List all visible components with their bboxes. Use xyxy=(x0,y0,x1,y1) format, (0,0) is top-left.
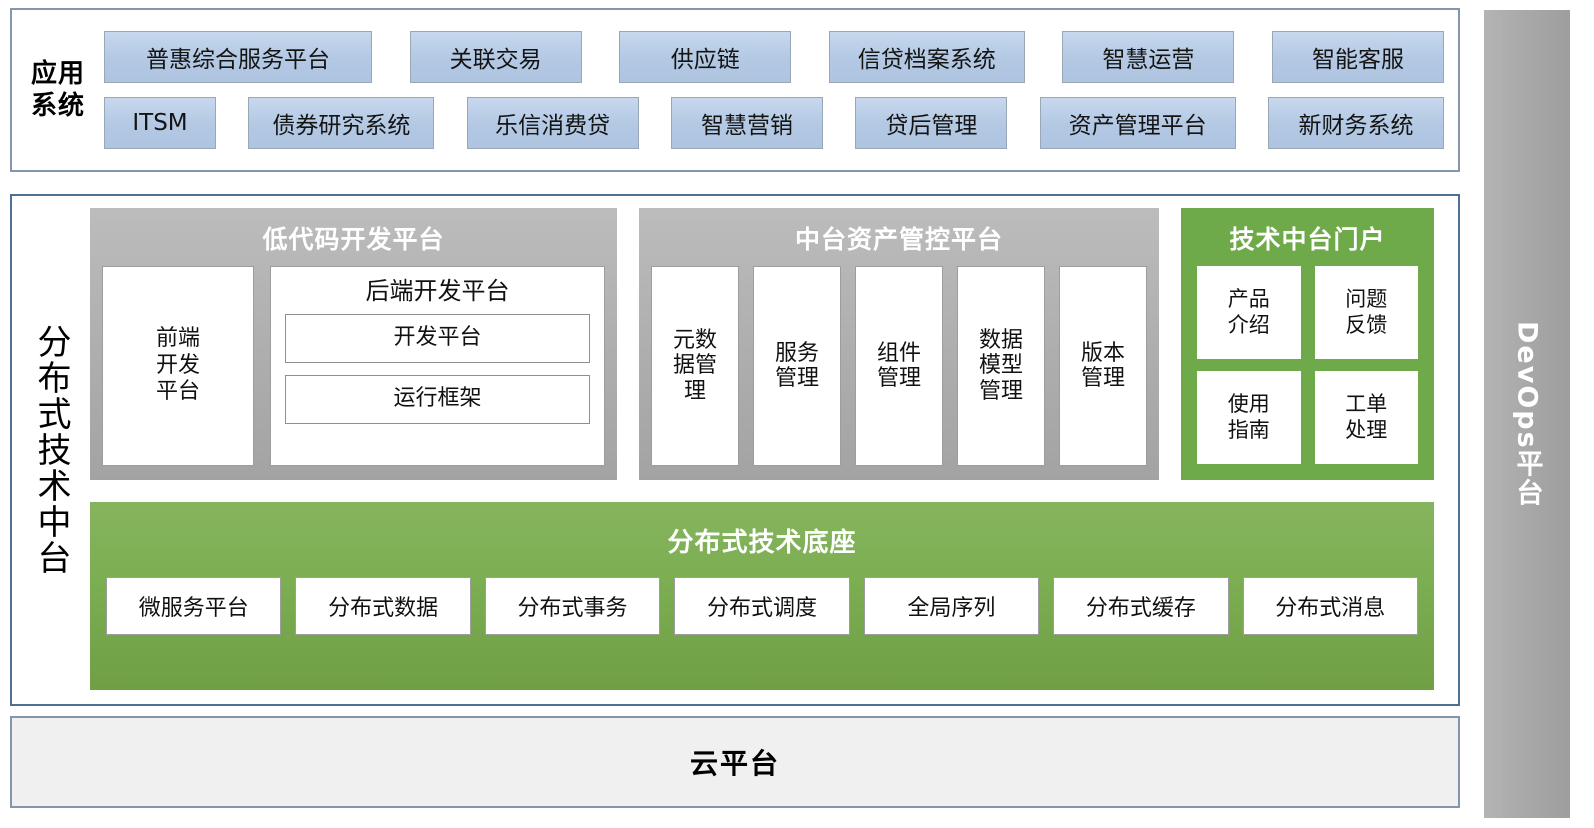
application-systems-section: 应用 系统 普惠综合服务平台 关联交易 供应链 信贷档案系统 智慧运营 智能客服… xyxy=(10,8,1460,172)
asset-item-metadata-management[interactable]: 元数 据管 理 xyxy=(651,266,739,466)
backend-item-runtime-framework[interactable]: 运行框架 xyxy=(285,374,590,424)
app-chip-daihou-guanli[interactable]: 贷后管理 xyxy=(855,97,1008,149)
base-item-distributed-scheduling[interactable]: 分布式调度 xyxy=(674,577,850,635)
backend-dev-platform-title: 后端开发平台 xyxy=(365,277,510,305)
tech-middle-platform-body: 低代码开发平台 前端 开发 平台 后端开发平台 开发平台 运行框架 中台 xyxy=(90,196,1458,704)
app-chip-guanlian[interactable]: 关联交易 xyxy=(409,31,582,83)
app-chip-xindai-dangan[interactable]: 信贷档案系统 xyxy=(828,31,1025,83)
application-systems-rows: 普惠综合服务平台 关联交易 供应链 信贷档案系统 智慧运营 智能客服 ITSM … xyxy=(104,31,1458,149)
tech-portal-panel: 技术中台门户 产品 介绍 问题 反馈 使用 指南 工单 处理 xyxy=(1181,208,1434,480)
base-item-distributed-data[interactable]: 分布式数据 xyxy=(295,577,471,635)
tech-upper-row: 低代码开发平台 前端 开发 平台 后端开发平台 开发平台 运行框架 中台 xyxy=(90,208,1434,480)
backend-item-dev-platform[interactable]: 开发平台 xyxy=(285,313,590,363)
cloud-platform-section: 云平台 xyxy=(10,716,1460,808)
app-chip-lexin-xiaofeidai[interactable]: 乐信消费贷 xyxy=(466,97,639,149)
base-item-distributed-transaction[interactable]: 分布式事务 xyxy=(484,577,661,635)
asset-item-version-management[interactable]: 版本 管理 xyxy=(1059,266,1147,466)
main-stack: 应用 系统 普惠综合服务平台 关联交易 供应链 信贷档案系统 智慧运营 智能客服… xyxy=(10,8,1460,808)
cloud-platform-title: 云平台 xyxy=(689,747,780,780)
portal-item-product-intro[interactable]: 产品 介绍 xyxy=(1197,266,1301,359)
portal-item-issue-feedback[interactable]: 问题 反馈 xyxy=(1314,266,1418,359)
app-chip-zhihui-yingxiao[interactable]: 智慧营销 xyxy=(670,97,823,149)
app-chip-zhineng-kefu[interactable]: 智能客服 xyxy=(1271,31,1444,83)
base-item-microservice-platform[interactable]: 微服务平台 xyxy=(106,577,282,635)
distributed-tech-base-panel: 分布式技术底座 微服务平台 分布式数据 分布式事务 分布式调度 全局序列 分布式… xyxy=(90,502,1434,690)
portal-item-user-guide[interactable]: 使用 指南 xyxy=(1197,371,1301,464)
app-chip-zichan-guanli[interactable]: 资产管理平台 xyxy=(1039,97,1236,149)
asset-control-inner: 元数 据管 理 服务 管理 组件 管理 数据 模型 管理 版本 管理 xyxy=(651,266,1147,466)
asset-item-service-management[interactable]: 服务 管理 xyxy=(753,266,841,466)
devops-sidebar: DevOps平台 xyxy=(1470,0,1594,828)
app-chip-gongyinglian[interactable]: 供应链 xyxy=(619,31,792,83)
asset-control-platform-title: 中台资产管控平台 xyxy=(794,225,1003,254)
tech-middle-platform-label: 分布式技术中台 xyxy=(31,324,72,576)
app-chip-zhihui-yunying[interactable]: 智慧运营 xyxy=(1062,31,1235,83)
distributed-tech-base-title: 分布式技术底座 xyxy=(667,528,857,558)
base-item-distributed-cache[interactable]: 分布式缓存 xyxy=(1053,577,1229,635)
asset-control-platform-panel: 中台资产管控平台 元数 据管 理 服务 管理 组件 管理 数据 模型 管理 版本… xyxy=(639,208,1159,480)
devops-label: DevOps平台 xyxy=(1511,320,1543,508)
application-systems-label: 应用 系统 xyxy=(30,58,85,122)
backend-dev-platform-box: 后端开发平台 开发平台 运行框架 xyxy=(270,266,605,466)
app-chip-puhui[interactable]: 普惠综合服务平台 xyxy=(104,31,372,83)
app-chip-zhaiquan-yanjiu[interactable]: 债券研究系统 xyxy=(248,97,435,149)
asset-item-data-model-management[interactable]: 数据 模型 管理 xyxy=(957,266,1045,466)
base-item-distributed-message[interactable]: 分布式消息 xyxy=(1242,577,1418,635)
application-systems-row-2: ITSM 债券研究系统 乐信消费贷 智慧营销 贷后管理 资产管理平台 新财务系统 xyxy=(104,97,1444,149)
app-chip-xin-caiwu[interactable]: 新财务系统 xyxy=(1267,97,1444,149)
application-systems-row-1: 普惠综合服务平台 关联交易 供应链 信贷档案系统 智慧运营 智能客服 xyxy=(104,31,1444,83)
tech-portal-title: 技术中台门户 xyxy=(1229,225,1386,254)
base-item-global-sequence[interactable]: 全局序列 xyxy=(863,577,1040,635)
tech-middle-platform-section: 分布式技术中台 低代码开发平台 前端 开发 平台 后端开发平台 开发平台 运行框… xyxy=(10,194,1460,706)
distributed-tech-base-row: 微服务平台 分布式数据 分布式事务 分布式调度 全局序列 分布式缓存 分布式消息 xyxy=(106,577,1418,635)
app-chip-itsm[interactable]: ITSM xyxy=(104,97,216,149)
tech-portal-grid: 产品 介绍 问题 反馈 使用 指南 工单 处理 xyxy=(1197,266,1418,464)
lowcode-platform-title: 低代码开发平台 xyxy=(262,225,445,254)
devops-bar: DevOps平台 xyxy=(1484,10,1570,818)
lowcode-platform-panel: 低代码开发平台 前端 开发 平台 后端开发平台 开发平台 运行框架 xyxy=(90,208,617,480)
asset-item-component-management[interactable]: 组件 管理 xyxy=(855,266,943,466)
lowcode-inner: 前端 开发 平台 后端开发平台 开发平台 运行框架 xyxy=(102,266,605,466)
frontend-dev-platform-box[interactable]: 前端 开发 平台 xyxy=(102,266,254,466)
portal-item-ticket-handling[interactable]: 工单 处理 xyxy=(1314,371,1418,464)
